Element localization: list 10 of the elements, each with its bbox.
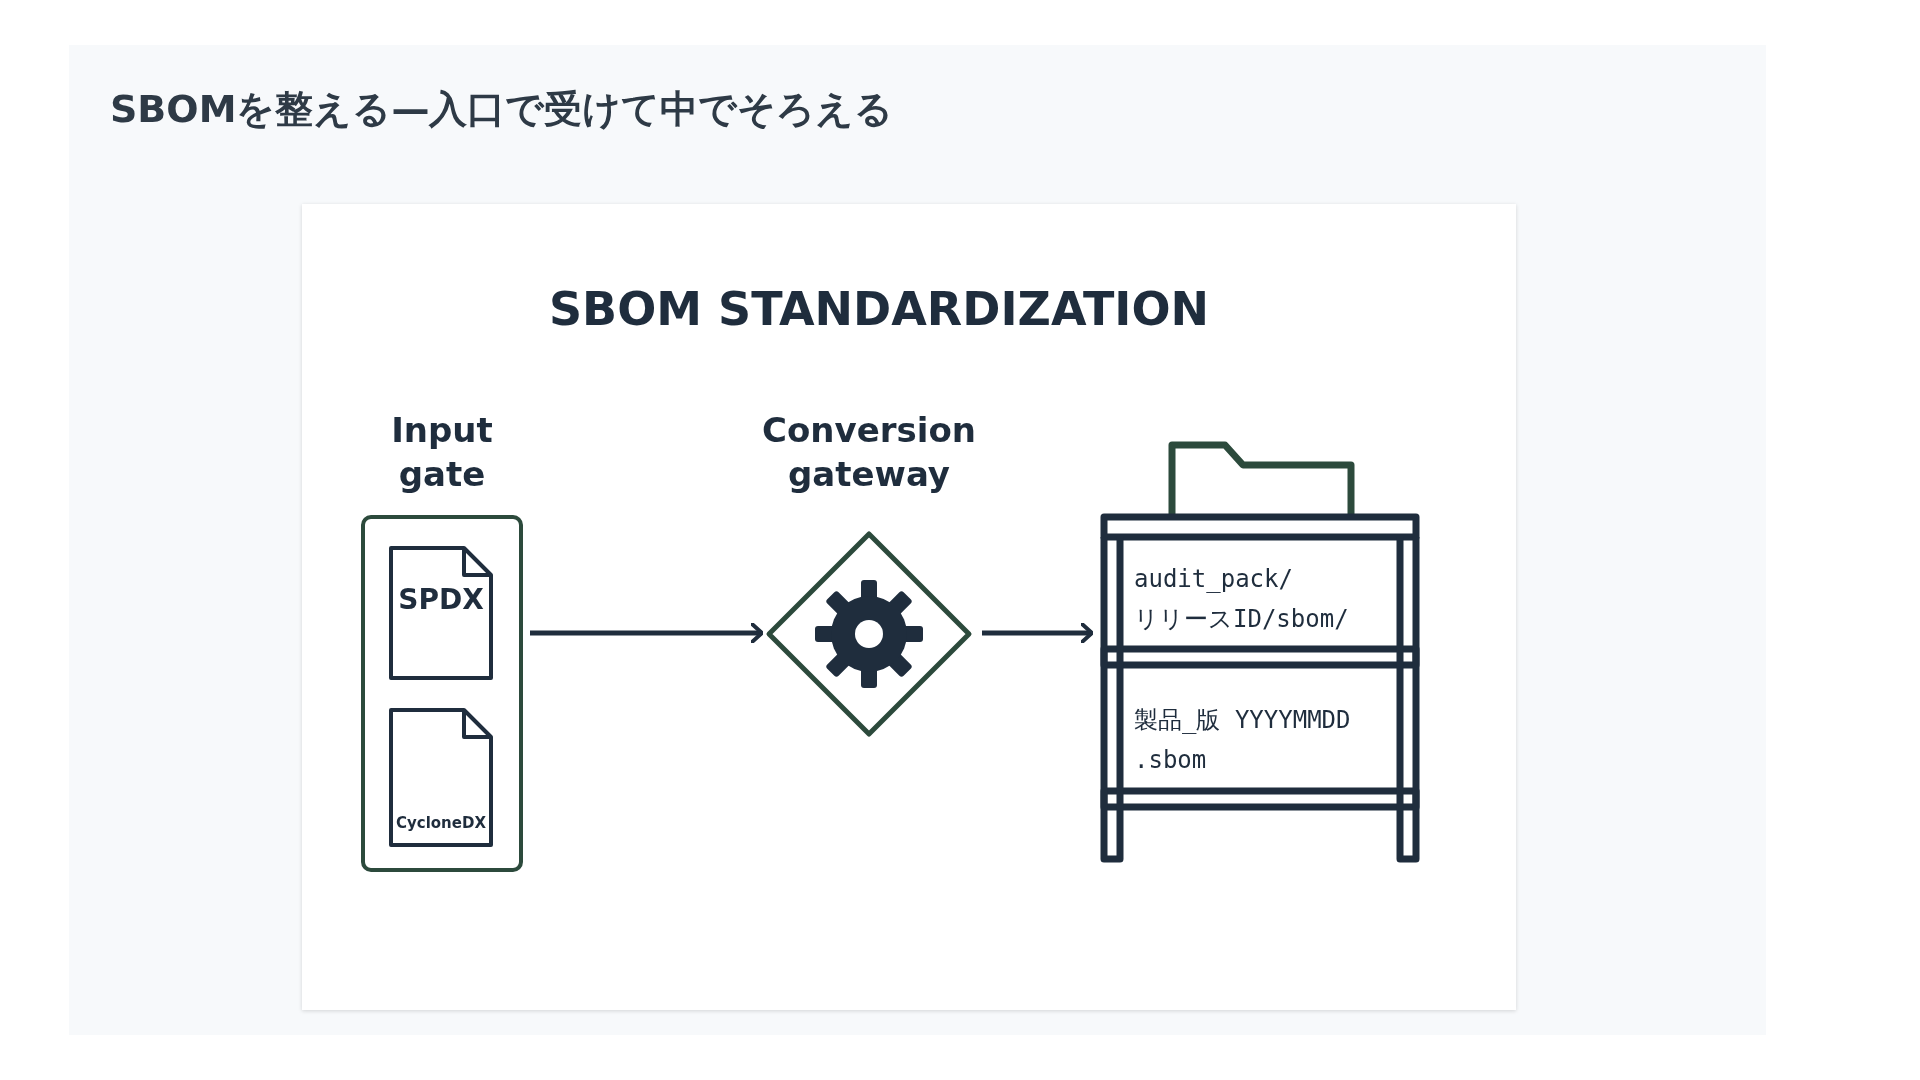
shelf-label: audit_pack/ リリースID/sbom/ [1134, 564, 1350, 635]
format-label: CycloneDX [395, 814, 487, 832]
shelf-label: 製品_版 YYYYMMDD .sbom [1134, 705, 1352, 776]
slide-title: SBOMを整える—入口で受けて中でそろえる [110, 86, 894, 133]
format-label: SPDX [397, 583, 485, 616]
node-heading: Input gate [390, 409, 494, 496]
node-heading: Conversion gateway [761, 409, 977, 496]
arrow [530, 622, 764, 644]
arrow [982, 622, 1094, 644]
diagram-heading: SBOM STANDARDIZATION [547, 282, 1211, 336]
